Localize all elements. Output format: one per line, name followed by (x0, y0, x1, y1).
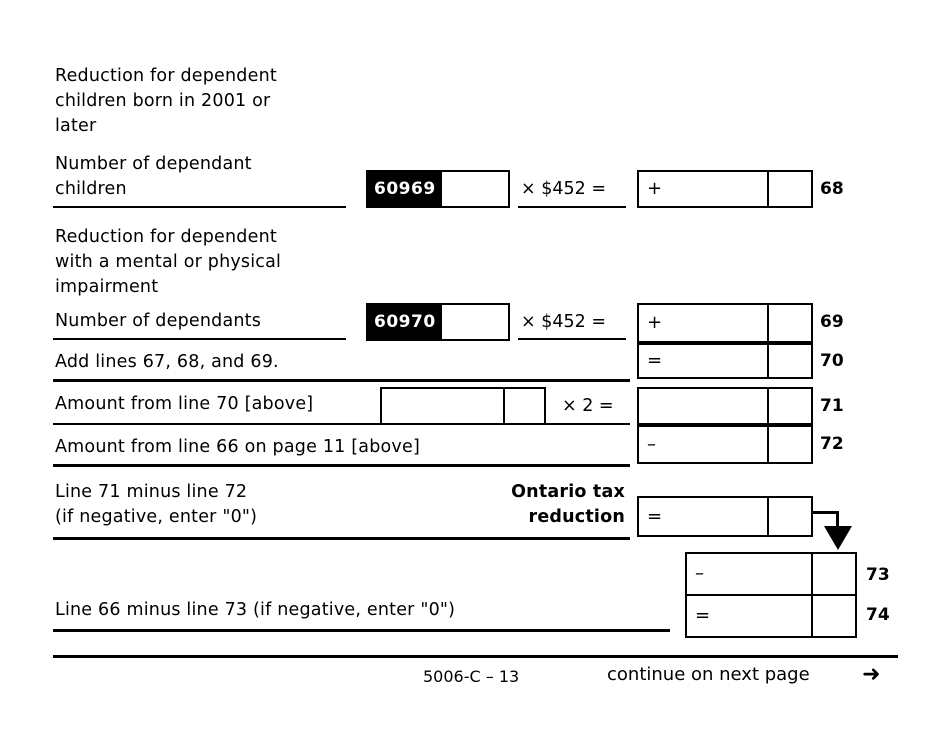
field-label-number-of-dependants: Number of dependants (55, 311, 262, 331)
amount-entry-box-line-70-carry[interactable] (380, 387, 546, 425)
line-number-68: 68 (820, 179, 844, 199)
amount-sign-line-74: = (695, 605, 711, 626)
multiplier-times-2: × 2 = (562, 396, 614, 416)
connector-horizontal (811, 511, 839, 514)
form-code: 5006-C – 13 (423, 667, 520, 686)
underline-multiplier-times-2 (556, 423, 628, 425)
arrow-right-icon: ➜ (862, 662, 881, 687)
multiplier-452-line68: × $452 = (521, 179, 606, 199)
cents-divider-line-68 (767, 172, 769, 206)
field-entry-60970[interactable] (441, 305, 508, 339)
cents-divider-line-70-carry (503, 389, 505, 423)
amount-sign-ontario-tax-reduction: = (647, 505, 663, 527)
amount-box-ontario-tax-reduction[interactable]: = (637, 496, 813, 537)
continue-next-page-label: continue on next page (607, 664, 810, 685)
underline-add-lines (53, 379, 630, 382)
cents-divider-line-70 (767, 345, 769, 377)
row-label-line-71-minus-72: Line 71 minus line 72 (if negative, ente… (55, 482, 258, 527)
amount-sign-line-72: – (647, 433, 656, 455)
footer-separator (53, 655, 898, 658)
line-number-74: 74 (866, 605, 890, 625)
amount-sign-line-68: + (647, 178, 663, 199)
cents-divider-line-69 (767, 305, 769, 341)
multiplier-452-line69: × $452 = (521, 312, 606, 332)
field-code-60969: 60969 (368, 172, 442, 206)
line-number-73: 73 (866, 565, 890, 585)
cents-divider-line-72 (767, 427, 769, 462)
amount-box-line-73[interactable]: – (685, 552, 857, 596)
down-arrow-icon (824, 526, 852, 550)
underline-multiplier-line69 (518, 338, 626, 340)
cents-divider-line-73 (811, 554, 813, 594)
amount-sign-line-69: + (647, 312, 663, 333)
amount-box-line-68[interactable]: + (637, 170, 813, 208)
underline-line-66-minus-73 (53, 629, 670, 632)
amount-box-line-70[interactable]: = (637, 343, 813, 379)
field-code-box-60969[interactable]: 60969 (366, 170, 510, 208)
row-label-line-66-minus-73: Line 66 minus line 73 (if negative, ente… (55, 600, 456, 620)
amount-box-line-71[interactable] (637, 387, 813, 425)
cents-divider-ontario-tax-reduction (767, 498, 769, 535)
field-entry-60969[interactable] (441, 172, 508, 206)
line-number-70: 70 (820, 351, 844, 371)
cents-divider-line-74 (811, 596, 813, 636)
line-number-71: 71 (820, 396, 844, 416)
underline-multiplier-line68 (518, 206, 626, 208)
callout-ontario-tax-reduction: Ontario tax reduction (511, 482, 625, 527)
amount-sign-line-73: – (695, 563, 704, 584)
underline-ontario-tax-reduction (53, 537, 630, 540)
section-heading-dependent-children: Reduction for dependent children born in… (55, 66, 277, 136)
line-number-72: 72 (820, 434, 844, 454)
line-number-69: 69 (820, 312, 844, 332)
field-code-box-60970[interactable]: 60970 (366, 303, 510, 341)
row-label-amount-from-line-70: Amount from line 70 [above] (55, 394, 314, 414)
amount-box-line-74[interactable]: = (685, 594, 857, 638)
row-label-amount-from-line-66: Amount from line 66 on page 11 [above] (55, 437, 420, 457)
amount-box-line-72[interactable]: – (637, 425, 813, 464)
underline-amount-from-line-66 (53, 464, 630, 467)
amount-box-line-69[interactable]: + (637, 303, 813, 343)
row-label-add-lines: Add lines 67, 68, and 69. (55, 352, 279, 372)
underline-dependant-children (53, 206, 346, 208)
underline-amount-from-line-70 (53, 423, 630, 425)
connector-vertical (836, 511, 839, 528)
section-heading-dependent-impairment: Reduction for dependent with a mental or… (55, 227, 282, 297)
cents-divider-line-71 (767, 389, 769, 423)
amount-sign-line-70: = (647, 350, 663, 371)
field-label-number-of-dependant-children: Number of dependant children (55, 154, 252, 199)
underline-dependants (53, 338, 346, 340)
field-code-60970: 60970 (368, 305, 442, 339)
